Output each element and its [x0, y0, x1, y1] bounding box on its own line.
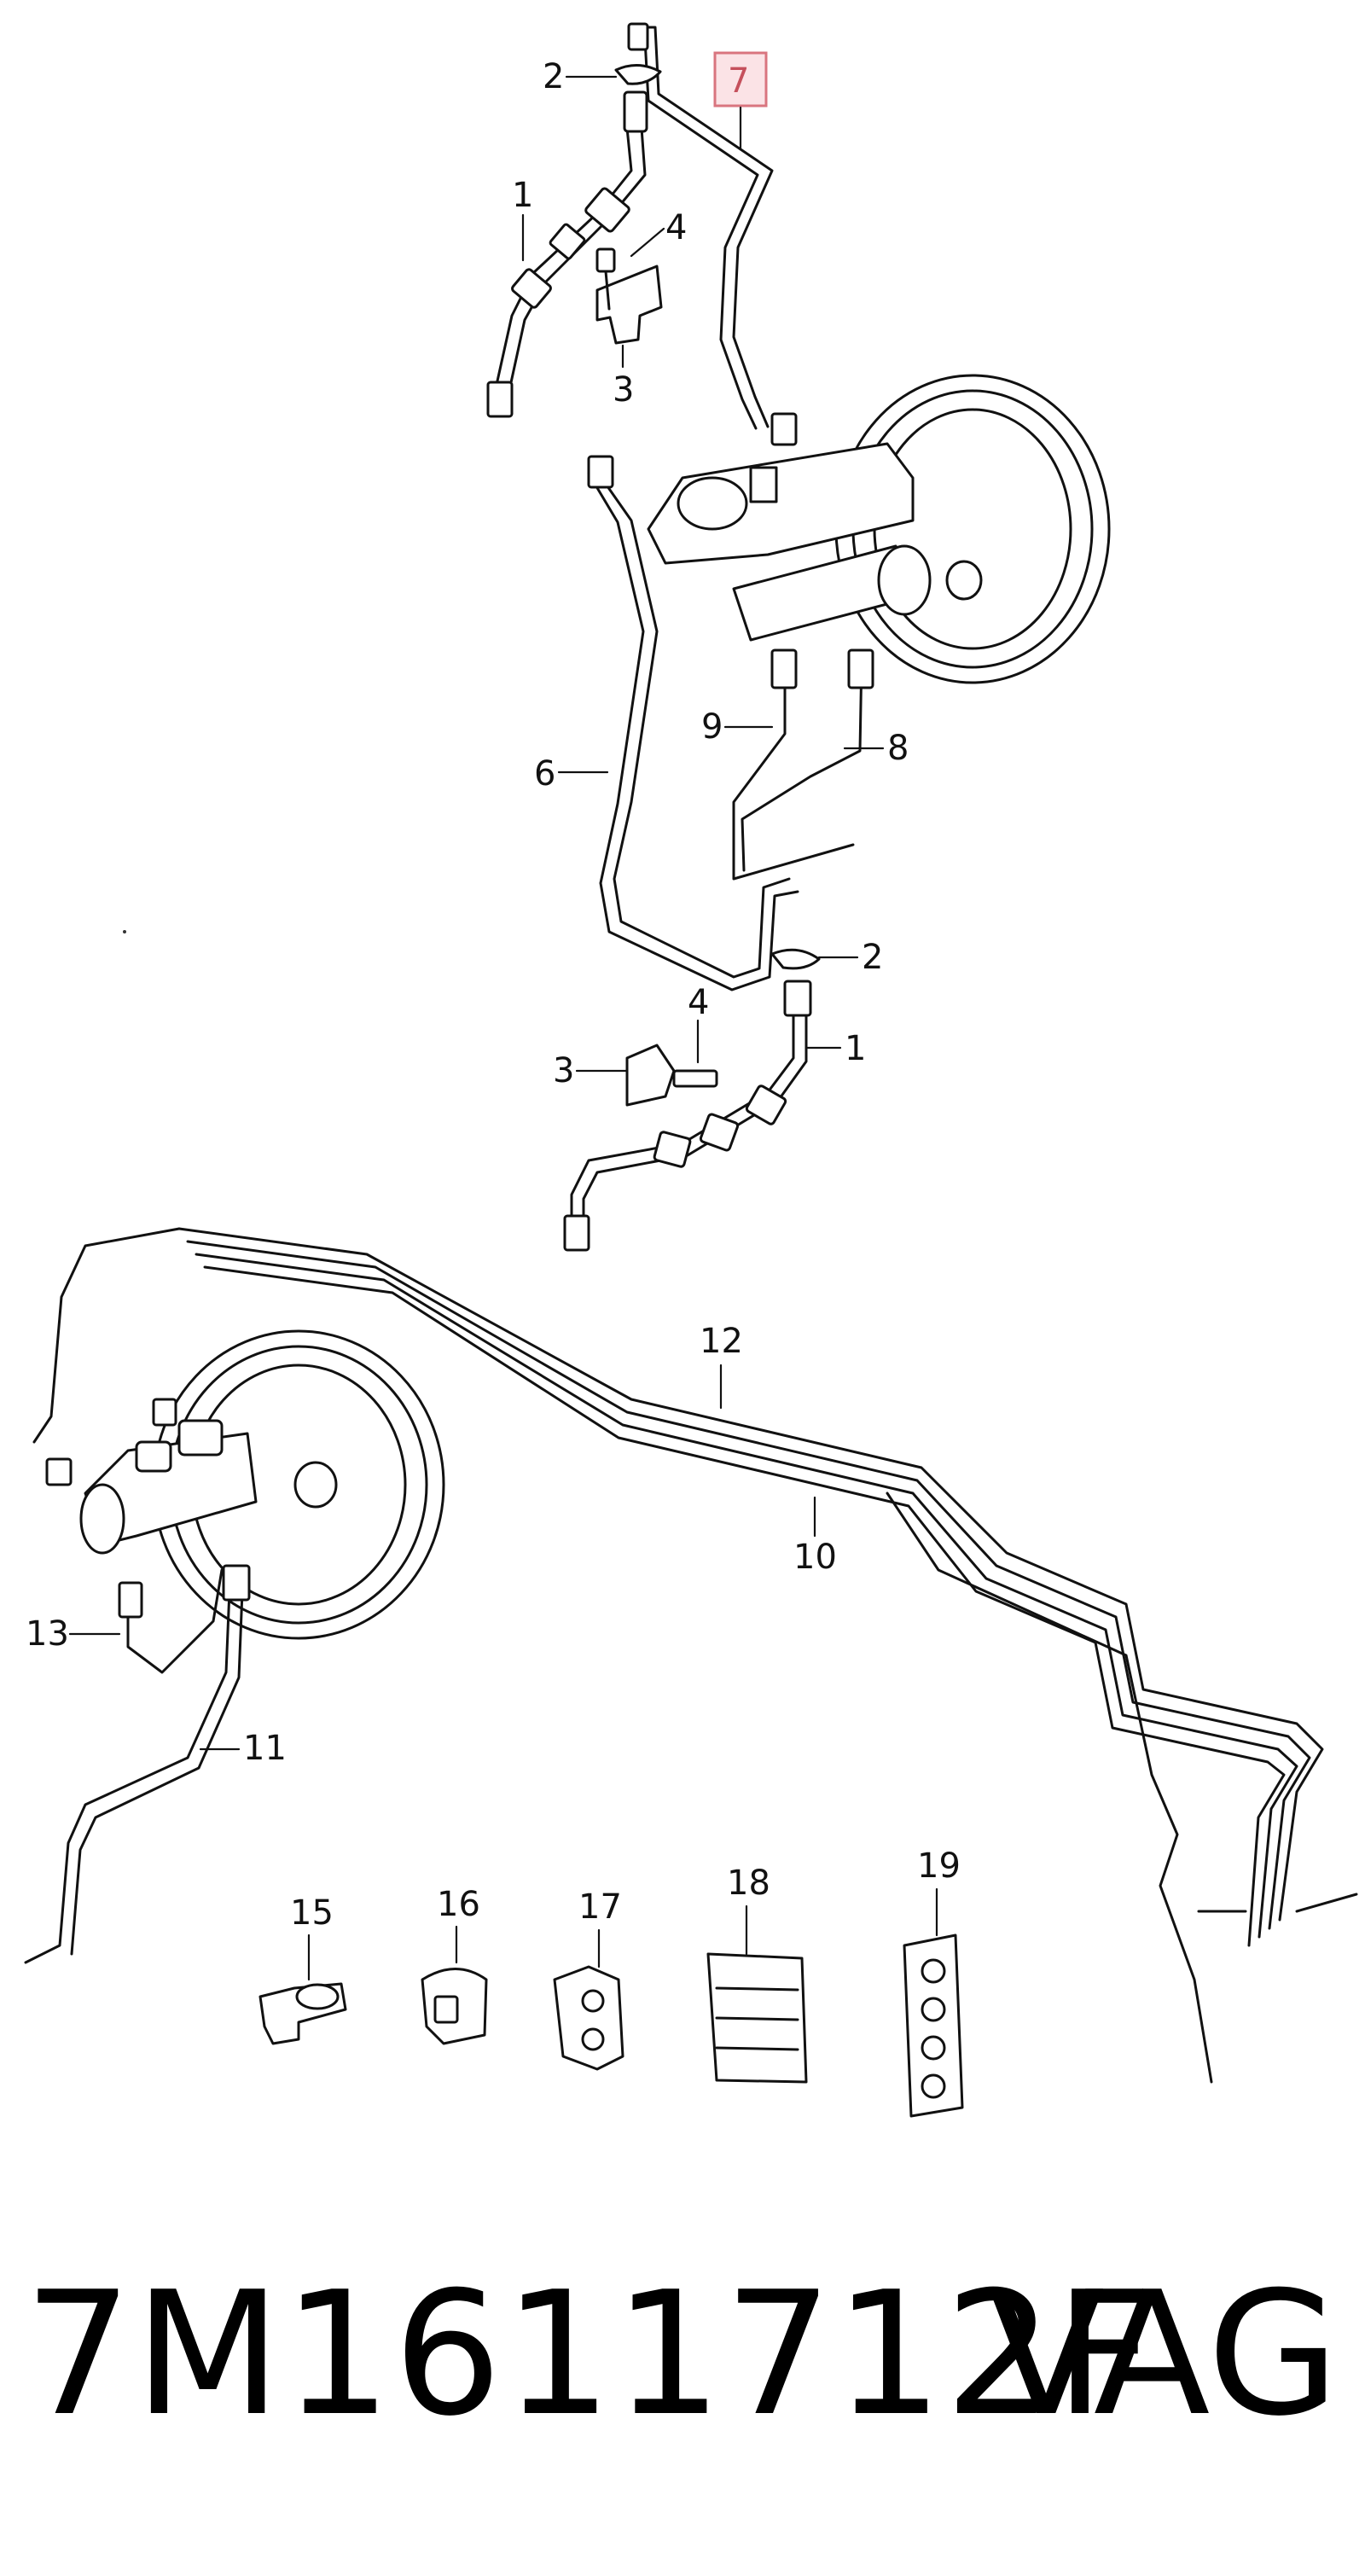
callout-1-mid: 1: [845, 1029, 866, 1068]
clip-17: 17: [553, 1887, 624, 2071]
top-callouts: 2 1 4 3 7: [512, 51, 768, 410]
callout-1-top: 1: [512, 176, 533, 215]
lower-callouts: 12 10 13 11: [26, 1322, 837, 1768]
callout-18: 18: [727, 1864, 770, 1903]
callout-13: 13: [26, 1614, 69, 1654]
callout-2-top: 2: [543, 57, 564, 96]
callout-7-label: 7: [728, 61, 749, 101]
clip-15: 15: [258, 1893, 347, 2045]
callout-6: 6: [534, 754, 555, 794]
callout-4-mid: 4: [688, 983, 709, 1022]
top-hose-assembly: [486, 22, 774, 430]
clip-16: 16: [421, 1885, 488, 2045]
callout-3-top: 3: [613, 370, 634, 410]
middle-booster-assembly: [563, 374, 1111, 1252]
clip-19: 19: [903, 1846, 964, 2118]
callout-16: 16: [437, 1885, 480, 1924]
callout-7-highlight: [713, 51, 768, 108]
brand-name: VAG: [987, 2255, 1339, 2454]
part-number: 7M1611712F: [24, 2255, 1155, 2454]
callout-3-mid: 3: [553, 1051, 574, 1090]
callout-15: 15: [290, 1893, 334, 1933]
callout-8: 8: [887, 729, 909, 768]
callout-17: 17: [578, 1887, 622, 1927]
callout-11: 11: [243, 1729, 287, 1768]
middle-callouts: 6 9 8 2 1 4 3: [534, 707, 909, 1090]
lower-line-assembly: [24, 1227, 1358, 2084]
callout-9: 9: [701, 707, 723, 747]
callout-12: 12: [700, 1322, 743, 1361]
callout-10: 10: [793, 1538, 837, 1577]
clip-18: 18: [706, 1864, 808, 2084]
callout-2-mid: 2: [862, 938, 883, 977]
callout-19: 19: [917, 1846, 961, 1886]
callout-4-top: 4: [665, 208, 687, 247]
